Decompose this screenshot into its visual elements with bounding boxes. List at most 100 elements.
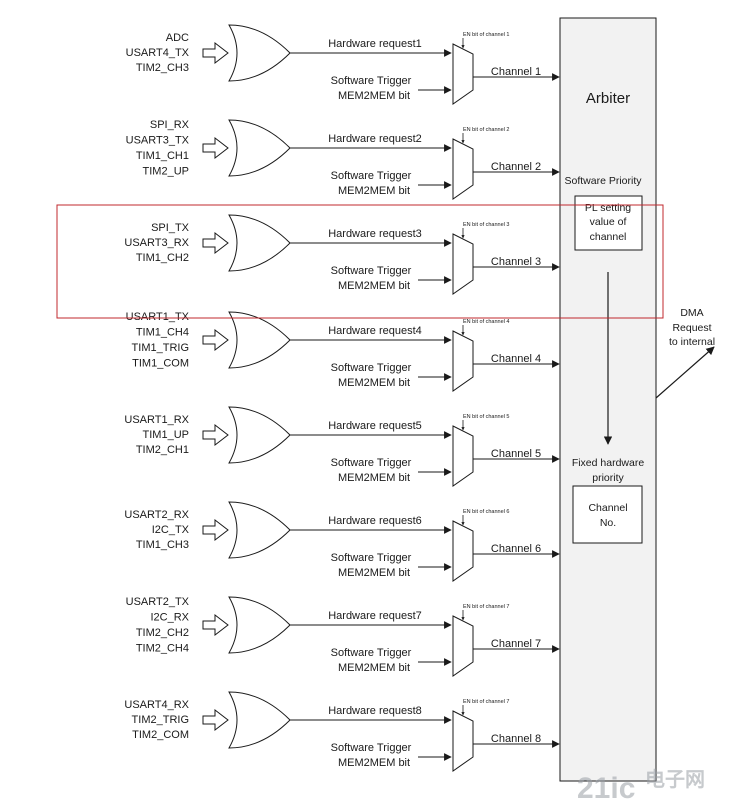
request-source-label: I2C_TX — [152, 524, 190, 536]
watermark: 21ic 电子网 — [577, 768, 705, 805]
channel-mux — [452, 138, 474, 200]
request-source-label: USART4_TX — [126, 47, 190, 59]
channel-label: Channel 1 — [491, 66, 541, 78]
request-source-label: TIM2_UP — [143, 165, 189, 177]
input-arrow — [202, 328, 229, 352]
pl-box-line: PL setting — [585, 202, 631, 214]
request-source-label: TIM2_CH1 — [136, 444, 189, 456]
request-source-label: USART1_RX — [124, 414, 189, 426]
request-source-label: USART3_RX — [124, 237, 189, 249]
channel-mux — [452, 330, 474, 392]
hw-request-label: Hardware request6 — [328, 515, 422, 527]
request-source-label: TIM2_COM — [132, 729, 189, 741]
pl-box-line: channel — [590, 231, 627, 243]
software-priority-label: Software Priority — [564, 175, 642, 187]
en-bit-label: EN bit of channel 4 — [463, 319, 509, 325]
input-arrow — [202, 136, 229, 160]
request-source-label: SPI_RX — [150, 119, 190, 131]
request-source-label: TIM1_CH2 — [136, 252, 189, 264]
en-bit-label: EN bit of channel 1 — [463, 32, 509, 38]
channel-mux — [452, 520, 474, 582]
input-arrow — [202, 708, 229, 732]
or-gate — [228, 24, 291, 82]
request-source-label: TIM2_CH2 — [136, 627, 189, 639]
hw-request-label: Hardware request3 — [328, 228, 422, 240]
dma-request-line: to internal — [669, 336, 715, 348]
or-gate — [228, 311, 291, 369]
channel-label: Channel 6 — [491, 543, 541, 555]
channel-no-box — [572, 485, 643, 544]
sw-trigger-label: Software Trigger — [331, 265, 412, 277]
channel-label: Channel 5 — [491, 448, 541, 460]
sw-trigger-label: Software Trigger — [331, 552, 412, 564]
request-source-label: I2C_RX — [150, 611, 189, 623]
request-source-label: TIM1_CH3 — [136, 539, 189, 551]
channel-mux — [452, 233, 474, 295]
request-source-label: TIM2_CH4 — [136, 642, 189, 654]
hw-request-label: Hardware request8 — [328, 705, 422, 717]
channel-no-line: No. — [600, 517, 616, 529]
sw-trigger-label: MEM2MEM bit — [338, 90, 410, 102]
input-arrow — [202, 518, 229, 542]
or-gate — [228, 406, 291, 464]
channel-label: Channel 3 — [491, 256, 541, 268]
or-gate — [228, 119, 291, 177]
dma-request-output: DMA Request to internal — [655, 307, 715, 399]
request-source-label: USART1_TX — [126, 311, 190, 323]
request-source-label: TIM1_CH4 — [136, 326, 189, 338]
en-bit-label: EN bit of channel 7 — [463, 604, 509, 610]
sw-trigger-label: MEM2MEM bit — [338, 280, 410, 292]
channel-mux — [452, 43, 474, 105]
sw-trigger-label: Software Trigger — [331, 457, 412, 469]
en-bit-label: EN bit of channel 6 — [463, 509, 509, 515]
en-bit-label: EN bit of channel 2 — [463, 127, 509, 133]
or-gate — [228, 596, 291, 654]
dma-request-line: Request — [672, 322, 711, 334]
watermark-logo: 21ic — [577, 772, 635, 805]
request-source-label: TIM1_CH1 — [136, 150, 189, 162]
request-source-label: USART4_RX — [124, 699, 189, 711]
input-arrow — [202, 613, 229, 637]
channel-label: Channel 4 — [491, 353, 541, 365]
dma-request-arrow — [655, 346, 715, 399]
hw-request-label: Hardware request4 — [328, 325, 422, 337]
request-source-label: USART3_TX — [126, 134, 190, 146]
channel-label: Channel 2 — [491, 161, 541, 173]
en-bit-label: EN bit of channel 7 — [463, 699, 509, 705]
hw-request-label: Hardware request7 — [328, 610, 422, 622]
request-source-label: TIM2_CH3 — [136, 62, 189, 74]
request-source-label: TIM1_UP — [143, 429, 189, 441]
hw-request-label: Hardware request5 — [328, 420, 422, 432]
channel-mux — [452, 615, 474, 677]
input-arrow — [202, 41, 229, 65]
sw-trigger-label: MEM2MEM bit — [338, 185, 410, 197]
channel-mux — [452, 425, 474, 487]
en-bit-label: EN bit of channel 5 — [463, 414, 509, 420]
sw-trigger-label: Software Trigger — [331, 75, 412, 87]
input-arrow — [202, 231, 229, 255]
channel-label: Channel 7 — [491, 638, 541, 650]
sw-trigger-label: MEM2MEM bit — [338, 377, 410, 389]
highlight-box — [56, 204, 664, 319]
sw-trigger-label: MEM2MEM bit — [338, 567, 410, 579]
fixed-priority-line: Fixed hardware — [572, 457, 645, 469]
request-source-label: TIM1_COM — [132, 357, 189, 369]
hw-request-label: Hardware request1 — [328, 38, 422, 50]
sw-trigger-label: Software Trigger — [331, 170, 412, 182]
en-bit-label: EN bit of channel 3 — [463, 222, 509, 228]
sw-trigger-label: MEM2MEM bit — [338, 472, 410, 484]
channel-row: USART2_TXI2C_RXTIM2_CH2TIM2_CH4Hardware … — [126, 596, 560, 677]
channel-label: Channel 8 — [491, 733, 541, 745]
sw-trigger-label: MEM2MEM bit — [338, 757, 410, 769]
channel-mux — [452, 710, 474, 772]
sw-trigger-label: Software Trigger — [331, 647, 412, 659]
channel-no-line: Channel — [588, 502, 627, 514]
request-source-label: TIM1_TRIG — [132, 342, 189, 354]
